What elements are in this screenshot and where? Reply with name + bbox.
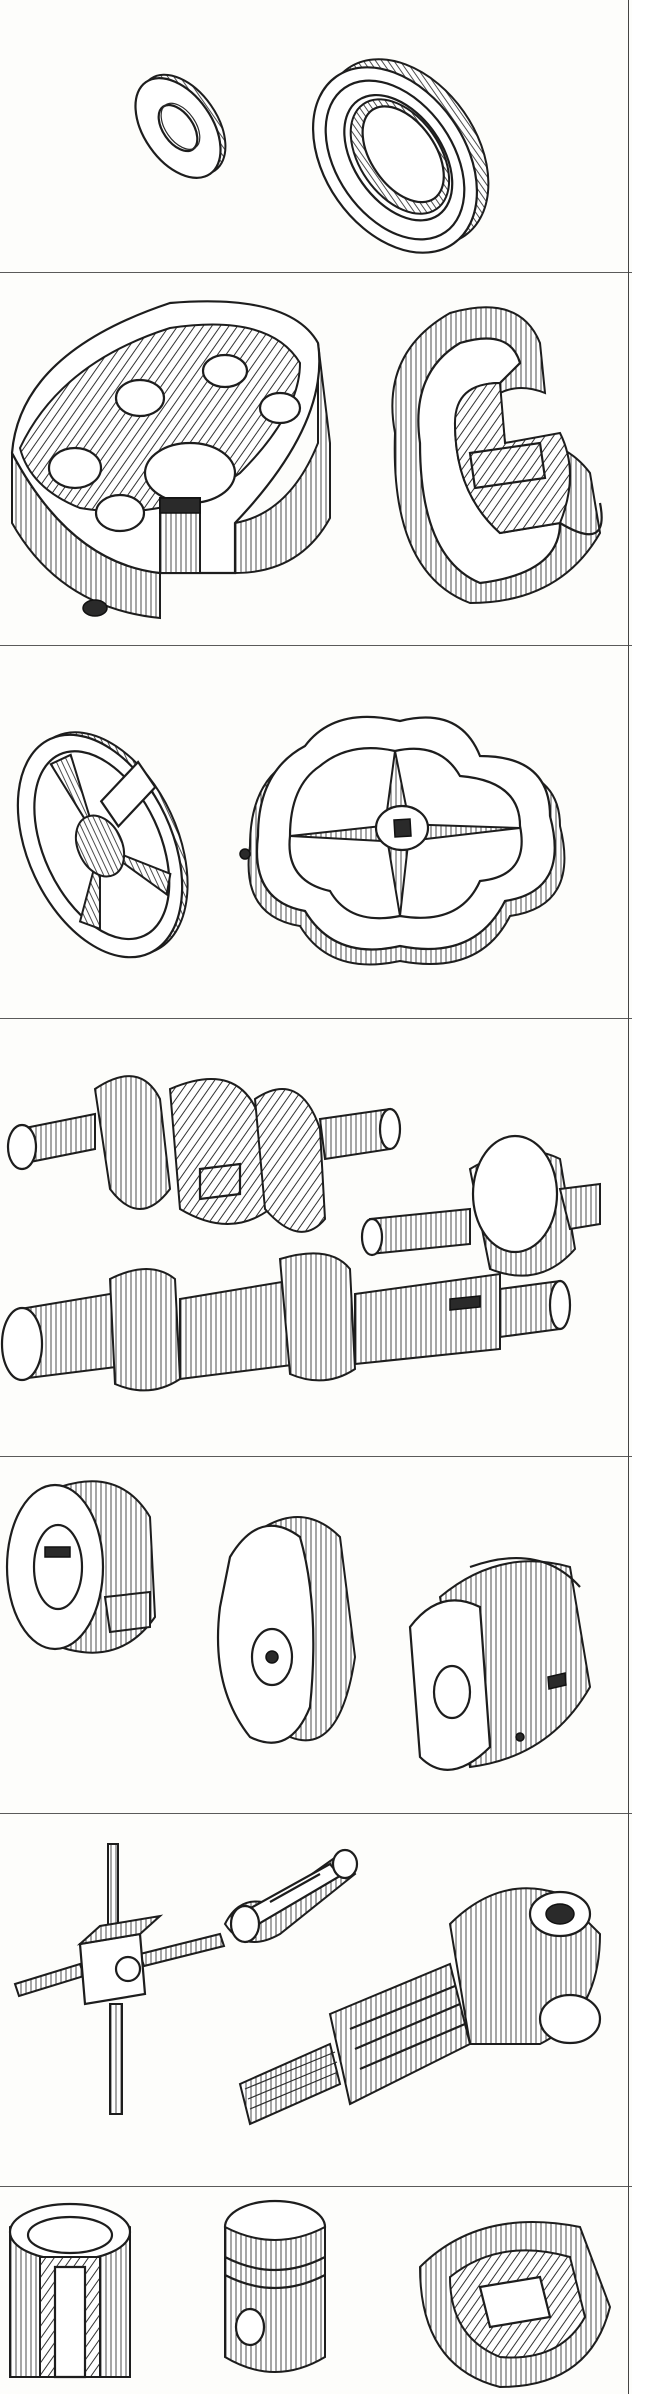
panel-3-art: [16, 715, 566, 966]
eccentric-cam: [216, 1516, 357, 1744]
sectioned-bushing: [8, 2202, 132, 2379]
panel-8-art: [8, 2199, 612, 2389]
panel-1-art: [134, 58, 490, 254]
four-lobed-handwheel: [239, 715, 566, 966]
panel-5: [0, 1457, 630, 1813]
panel-divider: [0, 272, 645, 273]
page-margin: [632, 0, 654, 2394]
bearing-housing-cutaway: [391, 306, 603, 605]
grooved-ring: [311, 58, 490, 254]
panel-2-art: [10, 300, 603, 620]
flange-with-bolt-holes-cutaway: [10, 300, 331, 620]
panel-divider: [0, 645, 645, 646]
panel-2: [0, 273, 630, 645]
panel-4-art: [0, 1075, 601, 1392]
spoked-handwheel: [16, 731, 189, 959]
panel-divider: [0, 1456, 645, 1457]
piston: [223, 2199, 327, 2373]
universal-joint-cross: [13, 1843, 226, 2115]
panel-3: [0, 646, 630, 1018]
stepped-shaft-long: [0, 1252, 572, 1392]
stepped-shaft-short: [360, 1134, 601, 1277]
panel-1: [0, 0, 630, 272]
clevis-link: [223, 1848, 359, 1944]
sheet-border-right: [628, 0, 629, 2394]
small-washer: [134, 73, 227, 179]
splined-yoke-shaft: [238, 1887, 602, 2126]
sectioned-housing: [418, 2221, 612, 2389]
panel-8: [0, 2187, 630, 2394]
panel-4: [0, 1019, 630, 1456]
panel-divider: [0, 1018, 645, 1019]
keyed-hub: [5, 1480, 157, 1654]
cylindrical-block: [408, 1557, 592, 1771]
crankshaft: [6, 1075, 402, 1233]
panel-6: [0, 1814, 630, 2186]
panel-divider: [0, 2186, 645, 2187]
panel-6-art: [13, 1843, 602, 2126]
panel-divider: [0, 1813, 645, 1814]
panel-5-art: [5, 1480, 592, 1771]
